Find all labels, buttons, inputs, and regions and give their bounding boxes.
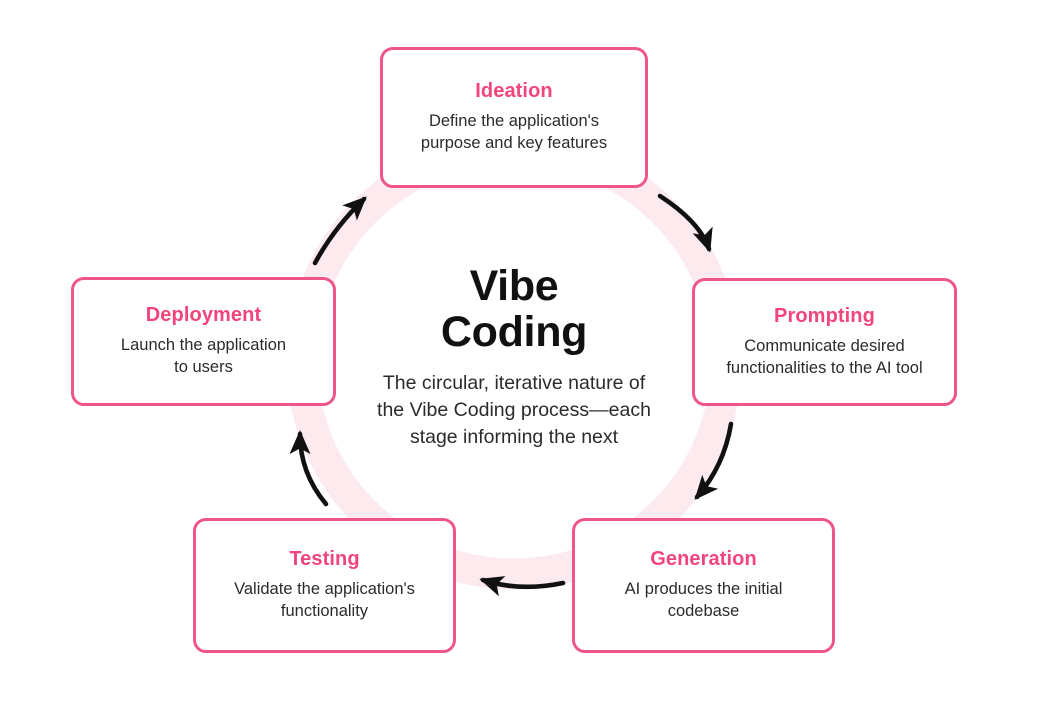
stage-box-deployment[interactable]: Deployment Launch the application to use…: [71, 277, 336, 406]
center-label: Vibe Coding The circular, iterative natu…: [339, 263, 689, 451]
stage-description-prompting: Communicate desired functionalities to t…: [726, 336, 923, 377]
arrow-generation-to-testing: [479, 576, 566, 597]
center-subtitle: The circular, iterative nature of the Vi…: [377, 371, 651, 448]
stage-box-ideation[interactable]: Ideation Define the application's purpos…: [380, 47, 648, 188]
stage-title-ideation: Ideation: [475, 80, 553, 103]
stage-description-ideation: Define the application's purpose and key…: [420, 112, 608, 152]
stage-box-prompting[interactable]: Prompting Communicate desired functional…: [692, 278, 957, 406]
arrow-testing-to-deployment: [289, 430, 329, 507]
arrow-prompting-to-generation: [694, 421, 734, 500]
stage-title-testing: Testing: [289, 548, 360, 571]
stage-title-prompting: Prompting: [774, 304, 875, 327]
stage-box-testing[interactable]: Testing Validate the application's funct…: [193, 518, 456, 653]
stage-description-testing: Validate the application's functionality: [234, 580, 415, 620]
stage-title-generation: Generation: [650, 548, 757, 571]
arrow-ideation-to-prompting: [657, 193, 713, 253]
stage-description-deployment: Launch the application to users: [120, 336, 287, 376]
stage-box-generation[interactable]: Generation AI produces the initial codeb…: [572, 518, 835, 653]
stage-description-generation: AI produces the initial codebase: [624, 580, 783, 620]
center-title: Vibe Coding: [440, 262, 588, 357]
arrow-deployment-to-ideation: [312, 196, 367, 266]
stage-title-deployment: Deployment: [145, 304, 262, 327]
